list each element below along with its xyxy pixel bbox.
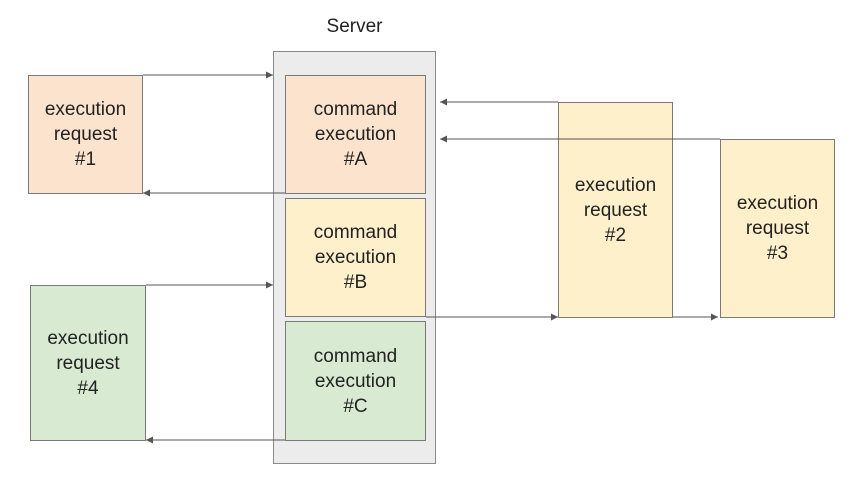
request-2-line1: execution bbox=[574, 174, 657, 196]
request-2-line3: #2 bbox=[604, 224, 627, 246]
execution-request-2: execution request #2 bbox=[558, 102, 673, 318]
execution-request-1: execution request #1 bbox=[28, 75, 143, 194]
request-4-line3: #4 bbox=[77, 377, 99, 399]
request-1-line2: request bbox=[53, 124, 118, 145]
command-b-line1: command bbox=[313, 222, 398, 243]
request-3-line2: request bbox=[745, 218, 810, 239]
command-b-line3: #B bbox=[343, 272, 368, 293]
request-1-line1: execution bbox=[44, 99, 127, 120]
command-c-line2: execution bbox=[314, 370, 397, 392]
request-4-line1: execution bbox=[47, 327, 129, 349]
execution-request-4: execution request #4 bbox=[30, 285, 146, 441]
command-a-line1: command bbox=[313, 99, 398, 120]
request-4-line2: request bbox=[56, 352, 120, 374]
command-a-line2: execution bbox=[314, 124, 397, 145]
command-c-line1: command bbox=[313, 345, 398, 367]
command-c-line3: #C bbox=[343, 395, 368, 417]
command-b-line2: execution bbox=[314, 247, 397, 268]
command-execution-a: command execution #A bbox=[285, 75, 426, 194]
command-a-line3: #A bbox=[343, 149, 368, 170]
server-label: Server bbox=[326, 16, 383, 37]
execution-request-3: execution request #3 bbox=[720, 139, 835, 318]
request-1-line3: #1 bbox=[74, 149, 97, 170]
command-execution-c: command execution #C bbox=[285, 321, 426, 441]
command-execution-b: command execution #B bbox=[285, 198, 426, 317]
request-2-line2: request bbox=[583, 199, 648, 221]
request-3-line3: #3 bbox=[766, 243, 789, 264]
request-3-line1: execution bbox=[736, 193, 819, 214]
